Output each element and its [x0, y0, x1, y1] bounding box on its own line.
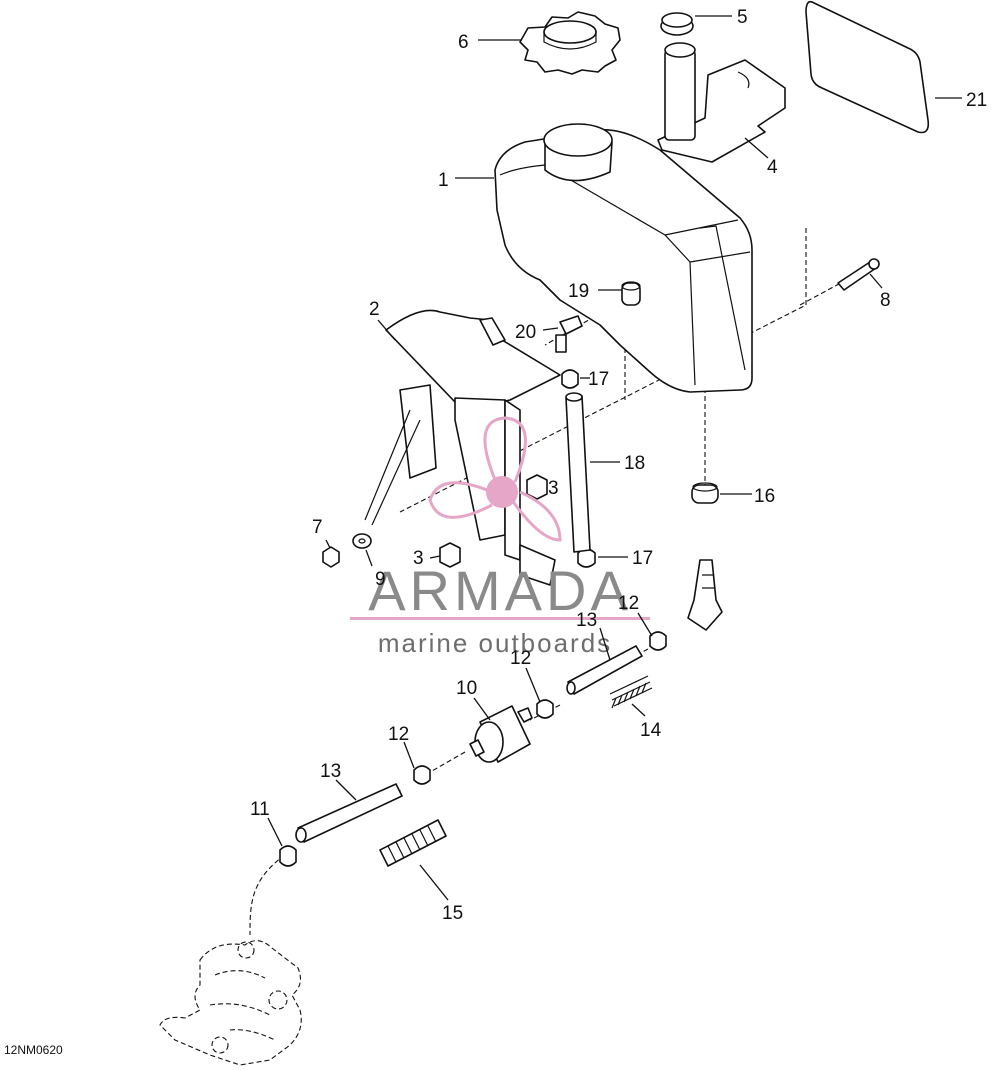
fuel-tank-outlet-fitting — [687, 559, 723, 631]
part-16-grommet — [691, 482, 719, 504]
callout-9: 9 — [375, 569, 386, 590]
part-7-nut — [322, 546, 340, 568]
callout-12-b: 12 — [510, 648, 531, 669]
engine-fuel-pump-outline — [159, 940, 302, 1066]
part-12-clamp-b — [536, 699, 554, 719]
callout-6: 6 — [458, 32, 469, 53]
callout-5: 5 — [737, 7, 748, 28]
propeller-blade-right — [510, 490, 562, 542]
callout-3-upper: 3 — [548, 478, 559, 499]
callout-19: 19 — [568, 281, 589, 302]
callout-13-upper: 13 — [576, 610, 597, 631]
part-18-vent-hose — [565, 392, 591, 553]
propeller-logo — [428, 416, 562, 542]
propeller-hub — [486, 476, 518, 508]
diagram-reference-code: 12NM0620 — [4, 1043, 63, 1057]
part-11-clamp — [279, 845, 297, 867]
part-4-filler-neck — [657, 42, 786, 163]
armada-watermark: ARMADA marine outboards — [350, 416, 650, 658]
watermark-divider — [350, 617, 650, 620]
callout-17-lower: 17 — [632, 548, 653, 569]
callout-17-upper: 17 — [588, 369, 609, 390]
callout-14: 14 — [640, 720, 662, 741]
part-12-clamp-c — [413, 765, 431, 785]
callout-12-a: 12 — [618, 593, 639, 614]
part-13-hose-upper — [566, 645, 643, 695]
leader-lines — [267, 15, 962, 901]
callout-20: 20 — [515, 322, 536, 343]
callout-7: 7 — [312, 517, 323, 538]
callout-10: 10 — [456, 678, 477, 699]
part-5-plug — [660, 12, 694, 36]
callout-21: 21 — [966, 90, 987, 111]
part-8-screw — [837, 258, 880, 291]
part-2-support-bracket — [364, 309, 561, 586]
part-20-fitting — [555, 315, 583, 353]
callout-11: 11 — [250, 799, 270, 820]
part-3-nut-lower — [439, 542, 461, 568]
callout-12-c: 12 — [388, 724, 409, 745]
callout-2: 2 — [369, 299, 380, 320]
part-15-spring — [379, 819, 447, 867]
part-10-fuel-filter — [469, 705, 533, 763]
callout-16: 16 — [754, 486, 775, 507]
callout-1: 1 — [438, 170, 449, 191]
propeller-blade-left — [428, 481, 493, 519]
watermark-tagline: marine outboards — [378, 628, 612, 658]
part-6-filler-cap — [519, 11, 621, 75]
part-9-washer — [352, 533, 372, 549]
part-14-spring — [609, 675, 653, 709]
callout-4: 4 — [767, 157, 778, 178]
callout-13-lower: 13 — [320, 761, 341, 782]
callout-18: 18 — [624, 453, 645, 474]
part-19-grommet — [621, 281, 641, 306]
callout-3-lower: 3 — [413, 548, 424, 569]
callout-15: 15 — [442, 903, 463, 924]
callout-labels: 6 5 21 4 1 19 8 2 20 17 18 3 16 7 9 3 17… — [250, 7, 987, 924]
callout-8: 8 — [880, 290, 891, 311]
propeller-blade-upper — [483, 416, 527, 483]
part-1-fuel-tank — [494, 123, 753, 393]
part-17-clamp-upper — [561, 369, 579, 389]
part-12-clamp-a — [649, 631, 667, 651]
part-21-pad — [805, 0, 930, 134]
watermark-brand: ARMADA — [368, 559, 632, 622]
part-13-hose-lower — [295, 783, 403, 843]
